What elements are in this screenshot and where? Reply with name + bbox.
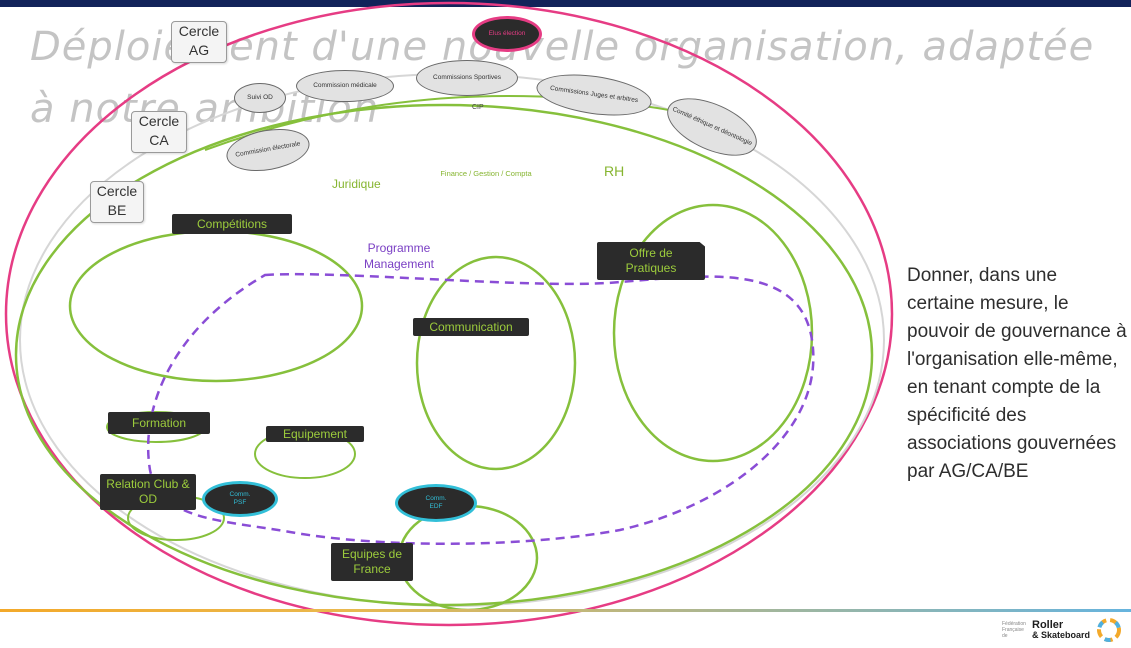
equipement-label-box: Equipement	[266, 426, 364, 442]
competitions-label: Compétitions	[196, 216, 268, 231]
commissions-sportives-label: Commissions Sportives	[433, 74, 501, 81]
communication-label: Communication	[429, 319, 513, 334]
equipes-france-label-box: Equipes de France	[331, 543, 413, 581]
equipes-france-label: Equipes de France	[341, 547, 403, 576]
finance-label: Finance / Gestion / Compta	[436, 168, 536, 179]
cercle-be-label: Cercle BE	[96, 183, 138, 218]
commission-medicale-pill: Commission médicale	[296, 70, 394, 102]
comm-edf-label: Comm. EDF	[425, 495, 447, 510]
commissions-sportives-pill: Commissions Sportives	[416, 60, 518, 96]
top-bar	[0, 0, 1131, 7]
offre-pratiques-label-box: Offre de Pratiques	[597, 242, 705, 280]
equipement-label: Equipement	[282, 426, 348, 441]
suivi-od-pill: Suivi OD	[234, 83, 286, 113]
be-ring	[14, 103, 874, 607]
cercle-be-box: Cercle BE	[90, 181, 144, 223]
cercle-ca-box: Cercle CA	[131, 111, 187, 153]
communication-circle	[415, 255, 577, 471]
offre-pratiques-label: Offre de Pratiques	[625, 246, 677, 275]
logo-brand-line2: & Skateboard	[1032, 630, 1091, 640]
formation-label-box: Formation	[108, 412, 210, 434]
federation-logo: Fédération Française de Roller & Skatebo…	[1002, 614, 1127, 646]
formation-label: Formation	[131, 415, 187, 430]
relation-club-label: Relation Club & OD	[106, 477, 190, 506]
rh-label: RH	[604, 163, 625, 179]
cercle-ag-box: Cercle AG	[171, 21, 227, 63]
comm-psf-oval: Comm. PSF	[202, 481, 278, 517]
suivi-od-label: Suivi OD	[247, 94, 273, 101]
cercle-ag-label: Cercle AG	[178, 23, 220, 58]
offre-circle	[612, 203, 814, 463]
commission-electorale-label: Commission électorale	[234, 140, 301, 159]
comm-psf-label: Comm. PSF	[229, 491, 251, 506]
elus-election-label: Elus élection	[488, 30, 526, 37]
competitions-label-box: Compétitions	[172, 214, 292, 234]
comm-edf-oval: Comm. EDF	[395, 484, 477, 522]
commissions-juges-label: Commissions Juges et arbitres	[549, 84, 639, 105]
programme-management-label: Programme Management	[352, 240, 446, 272]
logo-brand-line1: Roller	[1032, 619, 1064, 631]
ag-ring	[4, 1, 894, 627]
programme-dashed-loop	[146, 272, 815, 546]
footer-line	[0, 609, 1131, 612]
description-text: Donner, dans une certaine mesure, le pou…	[907, 265, 1127, 482]
cercle-ca-label: Cercle CA	[138, 113, 180, 148]
equipes-circle	[397, 504, 539, 612]
logo-wheel-icon	[1097, 618, 1122, 642]
finance-text: Finance / Gestion / Compta	[440, 169, 532, 178]
elus-election-pill: Elus élection	[472, 16, 542, 52]
competitions-circle	[68, 229, 364, 383]
relation-club-label-box: Relation Club & OD	[100, 474, 196, 510]
communication-label-box: Communication	[413, 318, 529, 336]
programme-management-text: Programme Management	[363, 241, 435, 271]
logo-small-text: Fédération Française de	[1002, 621, 1026, 639]
juridique-label: Juridique	[332, 177, 381, 191]
commission-medicale-label: Commission médicale	[313, 82, 377, 89]
cip-label: CIP	[472, 104, 484, 111]
